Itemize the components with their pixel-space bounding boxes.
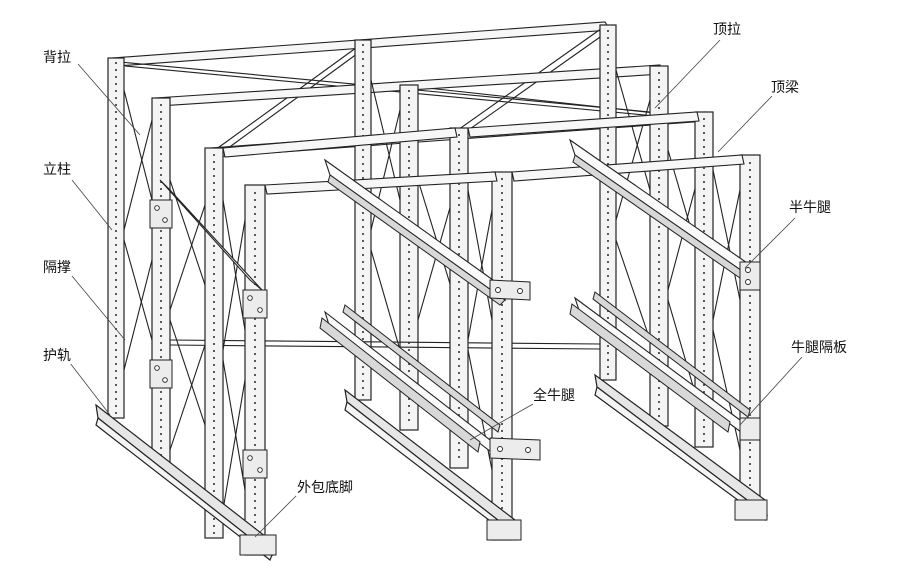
upright-plates <box>149 199 268 479</box>
label-full-arm: 全牛腿 <box>532 388 576 404</box>
middle-uprights <box>151 65 669 464</box>
base-rails <box>95 373 768 561</box>
label-spacer-brace: 隔撑 <box>42 260 72 276</box>
back-uprights <box>107 24 617 419</box>
label-top-tie: 顶拉 <box>712 22 742 38</box>
label-upright: 立柱 <box>42 162 72 178</box>
label-arm-separator: 牛腿隔板 <box>790 340 848 356</box>
leader-lines <box>69 39 803 538</box>
label-base-foot: 外包底脚 <box>296 480 354 496</box>
top-beams <box>222 111 745 195</box>
label-top-beam: 顶梁 <box>770 80 800 96</box>
half-arms <box>159 138 761 306</box>
side-bracing-left <box>123 89 211 451</box>
label-back-tie: 背拉 <box>42 50 72 66</box>
label-guard-rail: 护轨 <box>42 348 72 364</box>
full-arms <box>319 291 761 461</box>
label-half-arm: 半牛腿 <box>788 200 832 216</box>
